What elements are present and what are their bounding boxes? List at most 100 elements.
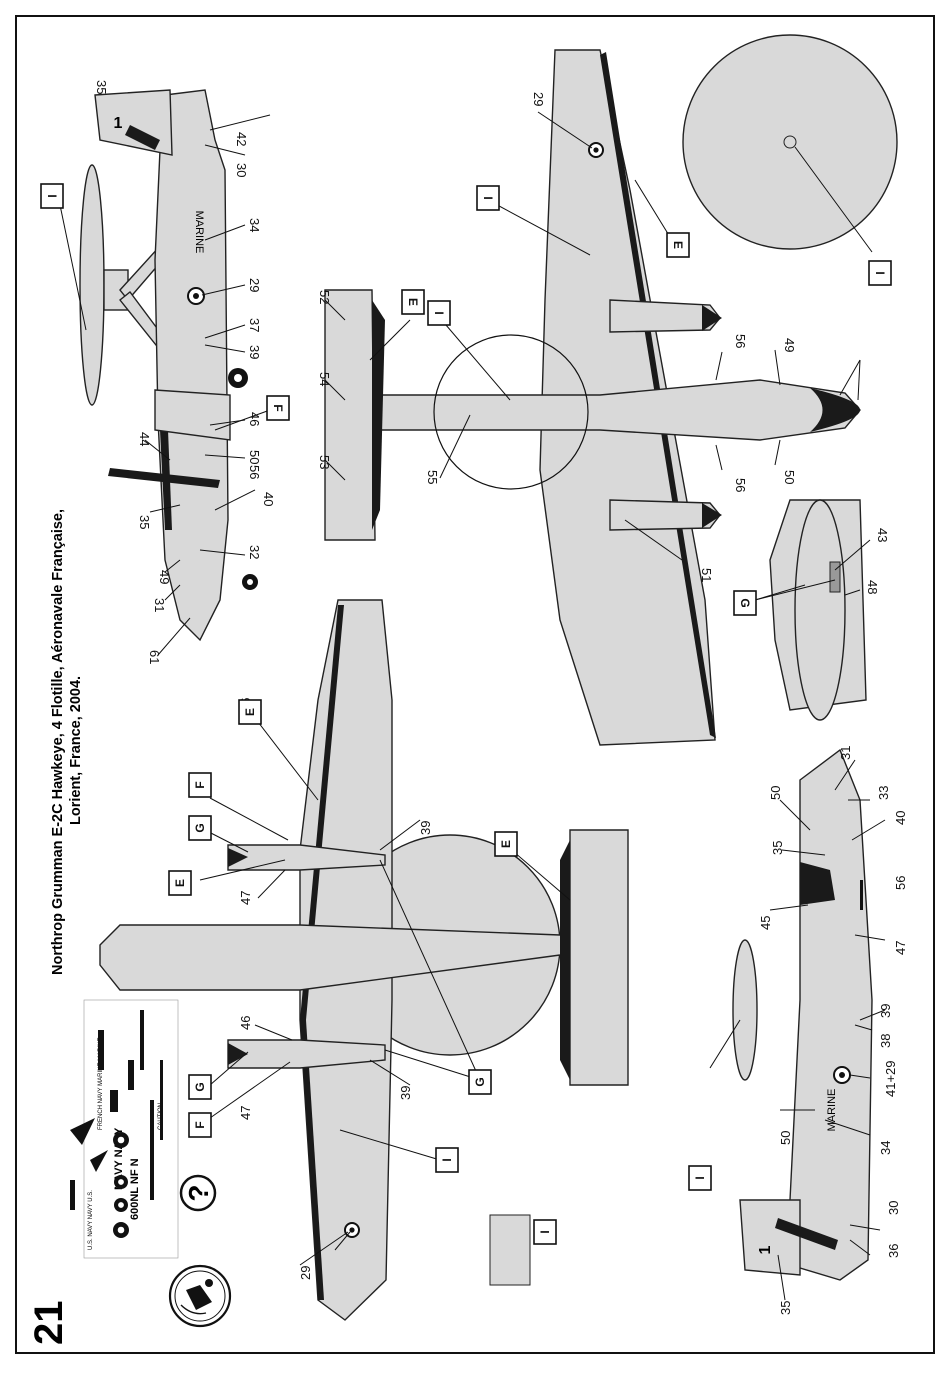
callout-56-side: 56 [247, 465, 262, 479]
callout-29-plan: 29 [531, 92, 546, 106]
help-glyph: ? [183, 1184, 214, 1201]
callout-48: 48 [865, 580, 880, 594]
flag-E-4: E [173, 879, 187, 887]
flag-G-1: G [193, 823, 207, 832]
callout-56-plan-b: 56 [733, 478, 748, 492]
callout-34-right: 34 [878, 1141, 893, 1155]
callout-50-right-b: 50 [778, 1131, 793, 1145]
flag-G-4: G [738, 598, 752, 607]
flag-G-3: G [473, 1077, 487, 1086]
callout-labels: 35 42 30 34 29 37 39 46 50 44 56 35 40 3… [94, 80, 908, 1315]
callout-50-plan: 50 [782, 470, 797, 484]
flag-F-1: F [271, 404, 285, 411]
callout-39-lower-a: 39 [418, 821, 433, 835]
callout-50-side: 50 [247, 450, 262, 464]
callout-40-side: 40 [261, 492, 276, 506]
callout-29-lower: 29 [298, 1266, 313, 1280]
callout-32: 32 [247, 545, 262, 559]
callout-37: 37 [247, 318, 262, 332]
plan-view-lower [99, 599, 629, 1321]
tailplane-plan [324, 289, 376, 541]
callout-39-right: 39 [878, 1004, 893, 1018]
fuselage-side [154, 89, 229, 642]
marine-marking-lower: MARINE [826, 1089, 838, 1132]
flag-E-2: E [671, 241, 685, 249]
callout-44: 44 [137, 432, 152, 446]
callout-30-right: 30 [886, 1201, 901, 1215]
flag-I-1: I [45, 194, 59, 197]
plan-view-upper [324, 49, 861, 746]
callout-47-lower-b: 47 [238, 1106, 253, 1120]
callout-39-lower-b: 39 [398, 1086, 413, 1100]
side-profile-starboard: MARINE 1 [732, 748, 873, 1281]
fuselage-plan [379, 379, 861, 441]
leader-lines [59, 111, 886, 1301]
decal-line-2: FRENCH NAVY MARINE MARINE [98, 1038, 104, 1130]
callout-41-29: 41+29 [883, 1060, 898, 1097]
flag-F-3: F [193, 1121, 207, 1128]
flag-E-1: E [406, 298, 420, 306]
callout-49-side: 49 [157, 570, 172, 584]
flag-I-2: I [432, 311, 446, 314]
callout-29-side: 29 [247, 278, 262, 292]
help-icon: ? [179, 1174, 217, 1212]
callout-31-side: 31 [152, 598, 167, 612]
callout-56-plan-a: 56 [733, 334, 748, 348]
flag-I-5: I [440, 1158, 454, 1161]
page-number-text: 21 [27, 1301, 71, 1346]
title-line-2: Lorient, France, 2004. [68, 676, 84, 825]
callout-35-right: 35 [770, 841, 785, 855]
paint-swatch-I [489, 1214, 531, 1286]
page-number: 21 [27, 1301, 71, 1346]
marine-marking-upper: MARINE [193, 211, 205, 254]
decal-sheet-thumbnail: U.S. NAVY NAVY U.S. FRENCH NAVY MARINE M… [70, 999, 179, 1259]
squadron-badge-icon [168, 1264, 232, 1328]
callout-47-right: 47 [893, 941, 908, 955]
callout-35-mid: 35 [137, 515, 152, 529]
paint-code-flags: I I I I I I I E E E E E F F F G G G G [40, 183, 892, 1245]
callout-52: 52 [317, 290, 332, 304]
callout-35-top: 35 [94, 80, 109, 94]
callout-31-right: 31 [838, 746, 853, 760]
sheet-border [15, 15, 935, 1354]
callout-46-side: 46 [247, 412, 262, 426]
callout-50-right-a: 50 [768, 786, 783, 800]
tailplane-lower [569, 829, 629, 1086]
side-profile-port: MARINE 1 [79, 89, 258, 642]
flag-F-2: F [193, 781, 207, 788]
callout-34-top: 34 [247, 218, 262, 232]
fuselage-side-lower [789, 748, 873, 1281]
callout-55: 55 [425, 470, 440, 484]
callout-54: 54 [317, 372, 332, 386]
callout-40-right: 40 [893, 811, 908, 825]
flag-G-2: G [193, 1082, 207, 1091]
callout-61: 61 [147, 650, 162, 664]
radome-disc [682, 34, 898, 250]
callout-38: 38 [878, 1034, 893, 1048]
callout-42: 42 [234, 132, 249, 146]
flag-I-3: I [481, 196, 495, 199]
flag-E-3: E [243, 708, 257, 716]
callout-35-bottom: 35 [778, 1301, 793, 1315]
callout-46-lower-b: 46 [238, 1016, 253, 1030]
radome-side-lower [732, 939, 758, 1081]
radome-side [79, 164, 105, 406]
title-line-1: Northrop Grumman E-2C Hawkeye, 4 Flotill… [50, 509, 66, 975]
decal-line-4: 600NL NF N [129, 1158, 141, 1220]
callout-56-right: 56 [893, 876, 908, 890]
callout-51: 51 [699, 568, 714, 582]
tail-code-lower: 1 [757, 1245, 774, 1254]
callout-30-top: 30 [234, 163, 249, 177]
title-block: Northrop Grumman E-2C Hawkeye, 4 Flotill… [50, 509, 84, 975]
callout-53: 53 [317, 455, 332, 469]
flag-E-5: E [499, 840, 513, 848]
callout-45: 45 [758, 916, 773, 930]
callout-43: 43 [875, 528, 890, 542]
callout-33: 33 [876, 786, 891, 800]
callout-49-plan: 49 [782, 338, 797, 352]
callout-39-side: 39 [247, 345, 262, 359]
flag-I-7: I [693, 1176, 707, 1179]
radome-pylon-inset [769, 499, 867, 721]
